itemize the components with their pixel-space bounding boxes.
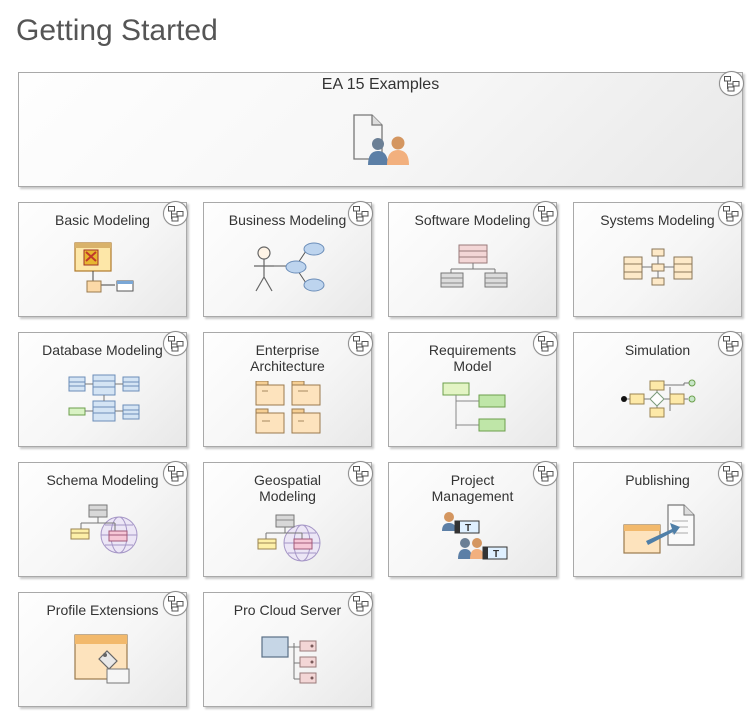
svg-text:T: T xyxy=(493,549,499,560)
tile-label: Publishing xyxy=(625,472,690,488)
tile-geospatial-modeling[interactable]: Geospatial Modeling xyxy=(203,461,373,577)
page-title: Getting Started xyxy=(16,14,218,47)
diagram-navigate-icon[interactable] xyxy=(533,201,558,226)
tile-label: Database Modeling xyxy=(42,342,163,358)
diagram-navigate-icon[interactable] xyxy=(348,201,373,226)
tile-profile-extensions[interactable]: Profile Extensions xyxy=(18,591,188,707)
diagram-navigate-icon[interactable] xyxy=(348,461,373,486)
tile-publishing[interactable]: Publishing xyxy=(573,461,743,577)
tile-label: Project Management xyxy=(431,472,514,504)
diagram-navigate-icon[interactable] xyxy=(719,71,744,96)
tile-simulation[interactable]: Simulation xyxy=(573,331,743,447)
tile-label: EA 15 Examples xyxy=(321,76,440,93)
tile-label: Software Modeling xyxy=(414,212,531,228)
diagram-navigate-icon[interactable] xyxy=(533,461,558,486)
tile-label: Geospatial Modeling xyxy=(254,472,321,504)
diagram-navigate-icon[interactable] xyxy=(163,201,188,226)
diagram-navigate-icon[interactable] xyxy=(718,201,743,226)
profile-folder-icon xyxy=(74,634,130,684)
diagram-navigate-icon[interactable] xyxy=(163,461,188,486)
tile-label: Systems Modeling xyxy=(600,212,715,228)
basic-modeling-icon xyxy=(74,242,134,293)
tile-label: Enterprise Architecture xyxy=(250,342,325,374)
schema-globe-icon xyxy=(70,504,138,554)
tile-label: Pro Cloud Server xyxy=(233,602,342,618)
tile-label: Schema Modeling xyxy=(46,472,159,488)
sysml-blocks-icon xyxy=(623,248,693,286)
tile-label: Basic Modeling xyxy=(55,212,150,228)
use-case-icon xyxy=(254,242,325,292)
tile-pro-cloud-server[interactable]: Pro Cloud Server xyxy=(203,591,373,707)
tile-schema-modeling[interactable]: Schema Modeling xyxy=(18,461,188,577)
architecture-packages-icon xyxy=(255,381,321,434)
svg-text:T: T xyxy=(465,523,471,534)
diagram-navigate-icon[interactable] xyxy=(533,331,558,356)
tile-ea-examples[interactable]: EA 15 Examples xyxy=(18,71,744,187)
tile-systems-modeling[interactable]: Systems Modeling xyxy=(573,201,743,317)
tile-database-modeling[interactable]: Database Modeling xyxy=(18,331,188,447)
tile-label: Simulation xyxy=(624,342,691,358)
publish-document-icon xyxy=(623,504,695,554)
activity-flow-icon xyxy=(621,379,696,418)
tile-label: Profile Extensions xyxy=(46,602,159,618)
diagram-navigate-icon[interactable] xyxy=(163,591,188,616)
tile-basic-modeling[interactable]: Basic Modeling xyxy=(18,201,188,317)
diagram-navigate-icon[interactable] xyxy=(163,331,188,356)
diagram-navigate-icon[interactable] xyxy=(718,331,743,356)
class-diagram-icon xyxy=(440,244,508,288)
tile-enterprise-architecture[interactable]: Enterprise Architecture xyxy=(203,331,373,447)
geospatial-globe-icon xyxy=(257,514,321,562)
team-tasks-icon: T T xyxy=(442,512,508,560)
diagram-navigate-icon[interactable] xyxy=(348,331,373,356)
server-cloud-icon xyxy=(261,636,317,684)
tile-label: Business Modeling xyxy=(228,212,347,228)
diagram-navigate-icon[interactable] xyxy=(718,461,743,486)
table-schema-icon xyxy=(68,374,140,422)
users-document-icon xyxy=(353,114,409,165)
diagram-navigate-icon[interactable] xyxy=(348,591,373,616)
tile-requirements-model[interactable]: Requirements Model xyxy=(388,331,558,447)
tile-project-management[interactable]: Project Management T T xyxy=(388,461,558,577)
requirements-tree-icon xyxy=(442,382,506,432)
tile-software-modeling[interactable]: Software Modeling xyxy=(388,201,558,317)
tile-label: Requirements Model xyxy=(428,342,517,374)
tile-business-modeling[interactable]: Business Modeling xyxy=(203,201,373,317)
